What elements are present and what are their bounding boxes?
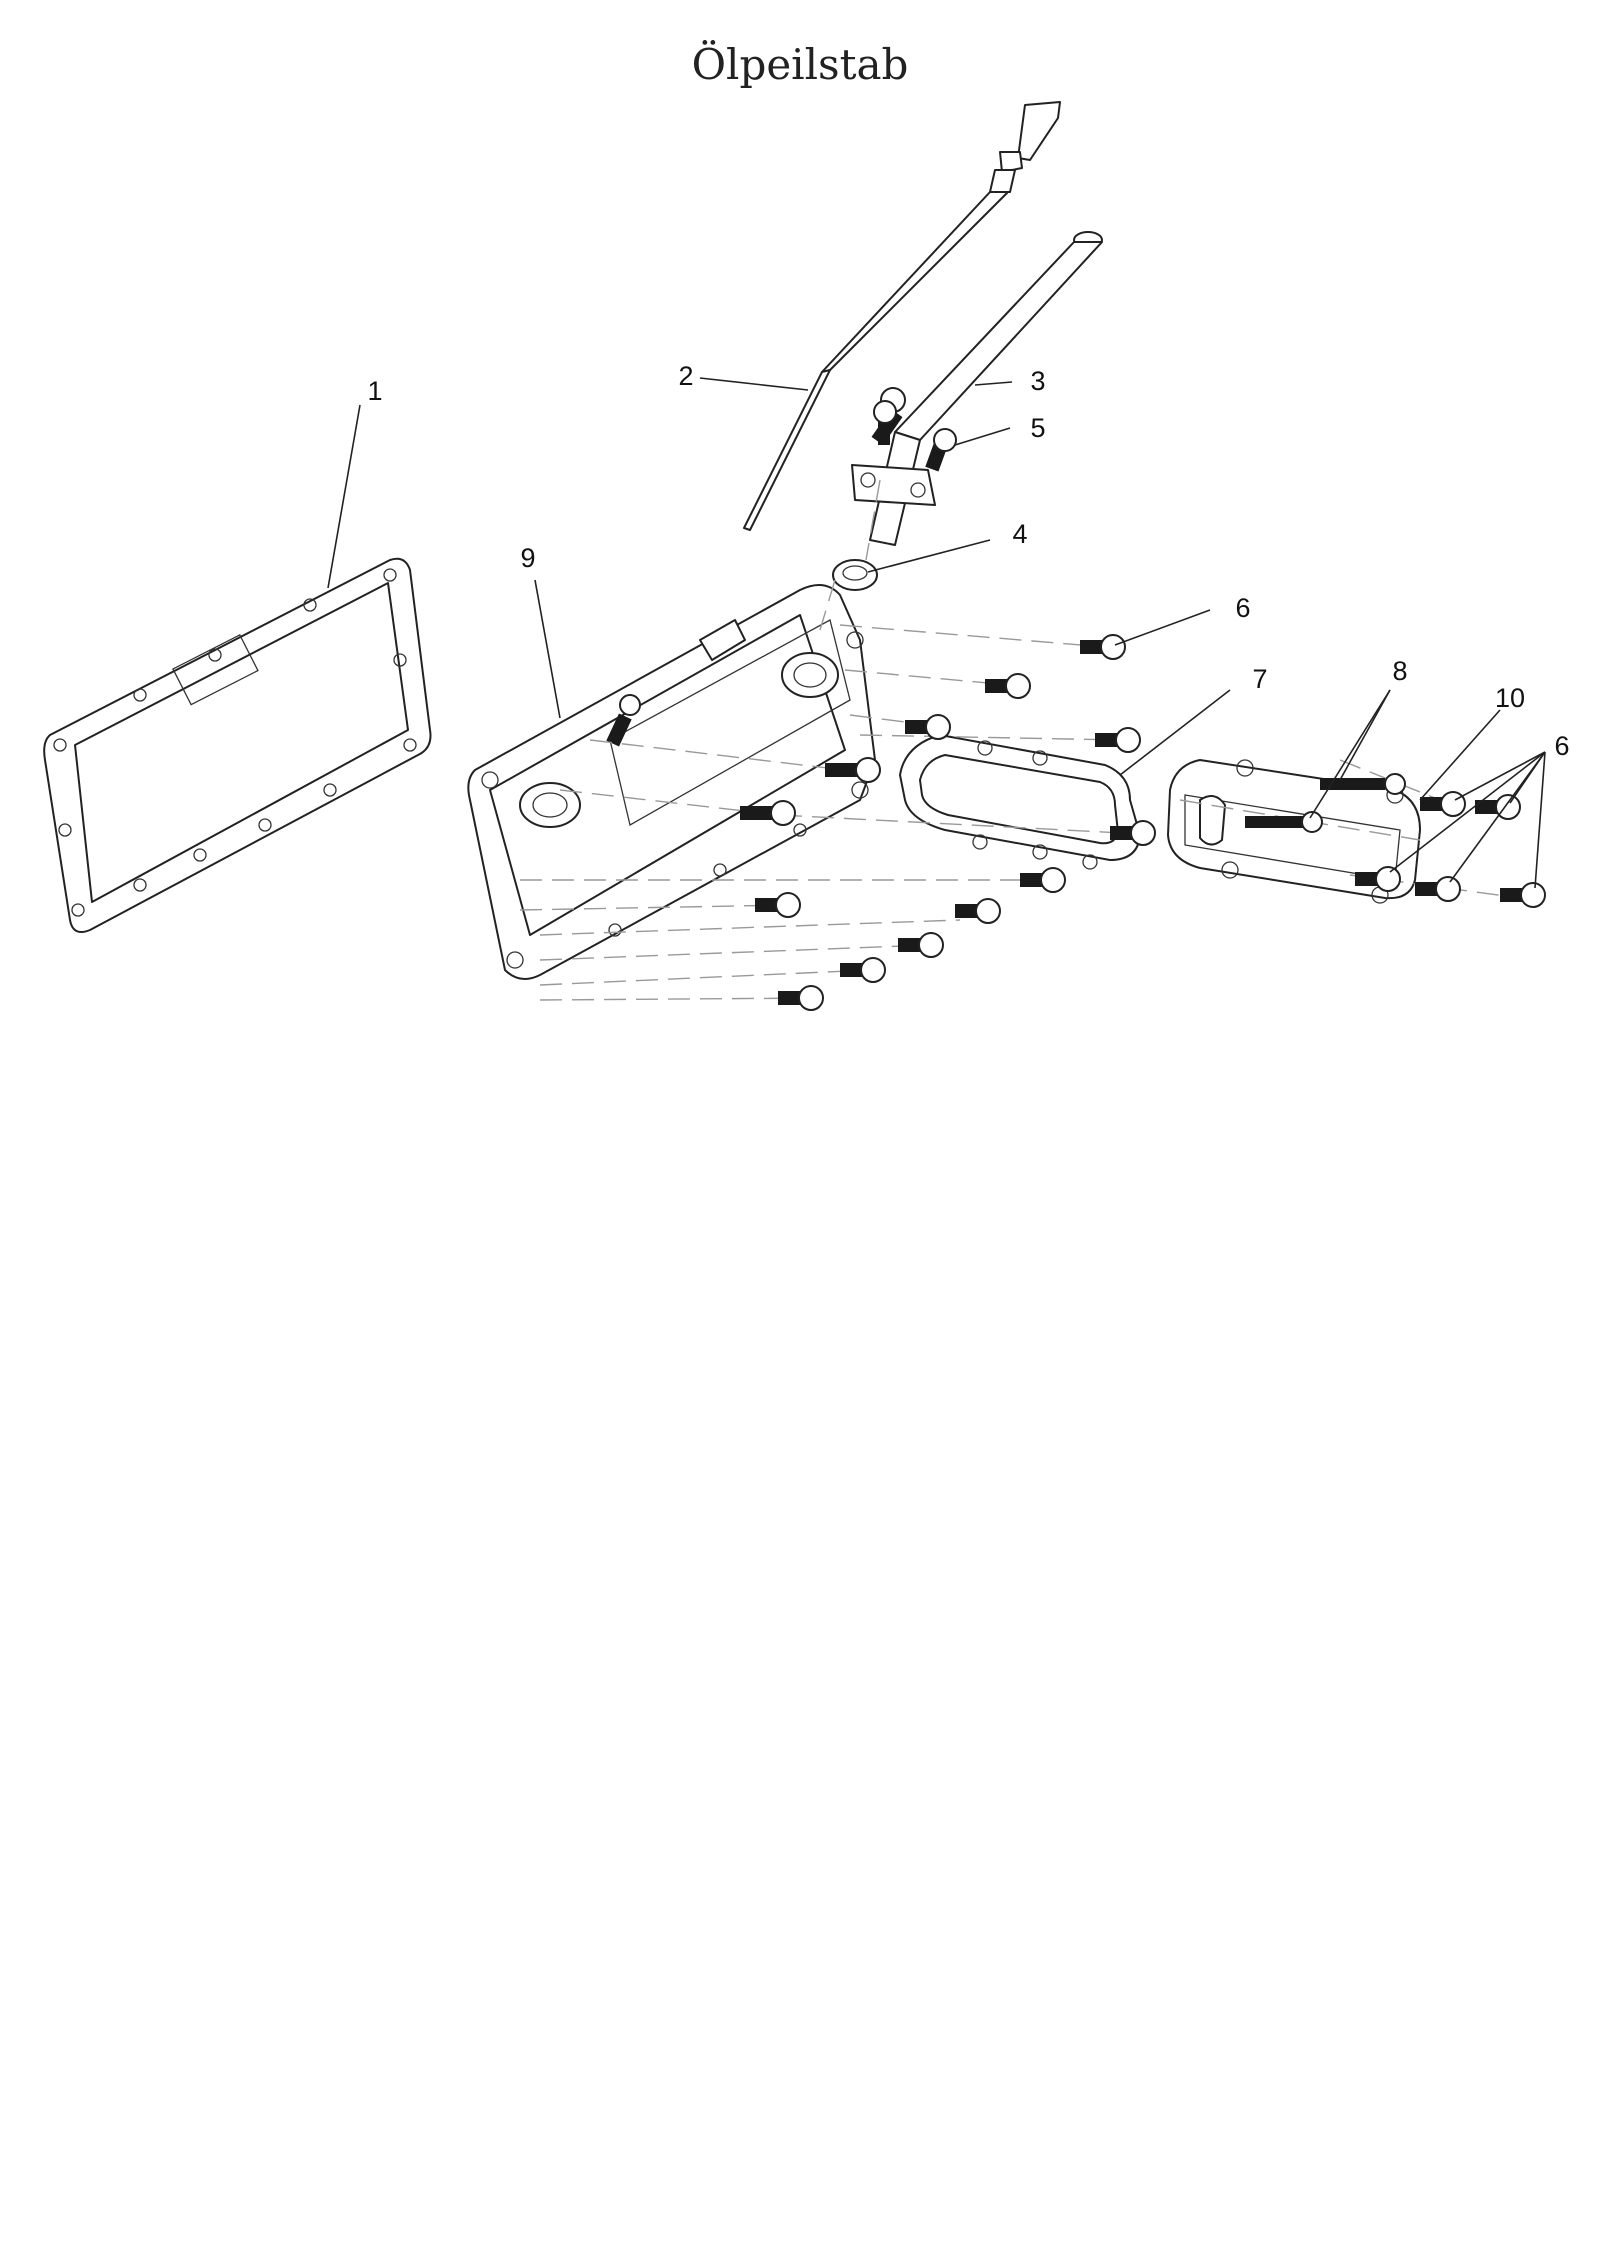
callout-5: 5 bbox=[1030, 413, 1045, 443]
callout-1: 1 bbox=[367, 376, 382, 406]
stud-part-8 bbox=[1245, 773, 1406, 833]
page-title: Ölpeilstab bbox=[691, 40, 909, 89]
callout-labels: 1 2 3 4 5 6 7 8 9 10 6 6 bbox=[367, 361, 1569, 761]
callout-3: 3 bbox=[1030, 366, 1045, 396]
callout-4: 4 bbox=[1012, 519, 1027, 549]
callout-7: 7 bbox=[1252, 664, 1267, 694]
grommet-part-4 bbox=[832, 559, 878, 591]
bolt-part-5 bbox=[871, 387, 957, 472]
callout-2: 2 bbox=[678, 361, 693, 391]
cover-part-10 bbox=[1167, 759, 1421, 904]
callout-10: 10 bbox=[1495, 683, 1525, 713]
dipstick-part-2 bbox=[743, 101, 1061, 531]
callout-6: 6 bbox=[1235, 593, 1250, 623]
gasket-part-7 bbox=[899, 734, 1141, 870]
callout-9: 9 bbox=[520, 543, 535, 573]
callout-6-right: 6 bbox=[1554, 731, 1569, 761]
leader-lines bbox=[327, 377, 1546, 889]
dipstick-tube-part-3 bbox=[851, 231, 1103, 546]
assembly-lines bbox=[519, 479, 1536, 1001]
callout-8: 8 bbox=[1392, 656, 1407, 686]
gasket-part-1 bbox=[43, 557, 432, 933]
oil-pan-part-9 bbox=[467, 584, 876, 980]
bolt-set-part-6 bbox=[740, 634, 1546, 1011]
